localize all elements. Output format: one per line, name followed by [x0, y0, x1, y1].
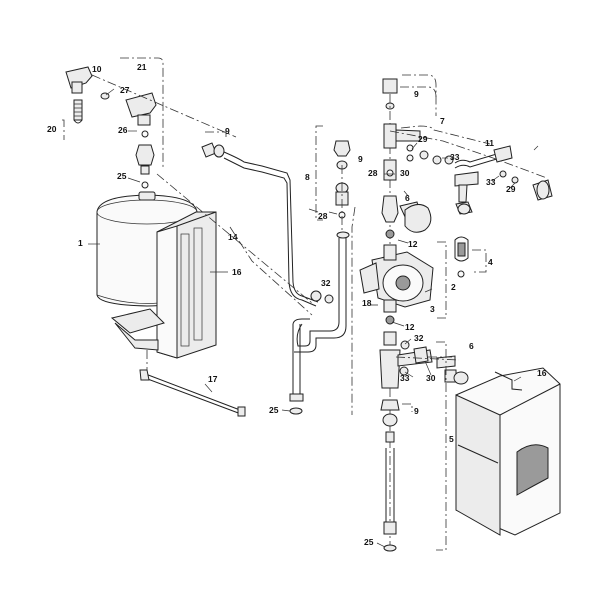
callout-32: 32 — [414, 333, 424, 343]
hose-17 — [139, 350, 246, 417]
callout-28: 28 — [318, 211, 328, 221]
pump-2 — [359, 244, 434, 313]
callout-30: 30 — [426, 373, 436, 383]
group-brackets — [62, 57, 491, 551]
callout-6: 6 — [469, 341, 474, 351]
callout-9: 9 — [414, 89, 419, 99]
callout-27: 27 — [120, 85, 130, 95]
pipe-14 — [156, 142, 322, 307]
casing-16-right — [455, 367, 561, 536]
filter-4 — [454, 236, 469, 278]
fill-hose-11 — [389, 130, 553, 215]
fittings-8-9-28 — [333, 140, 351, 232]
top-valve-assembly-7 — [381, 78, 432, 250]
callout-1: 1 — [78, 238, 83, 248]
callout-33: 33 — [486, 177, 496, 187]
callout-29: 29 — [418, 134, 428, 144]
callout-14: 14 — [228, 232, 238, 242]
callout-12: 12 — [408, 239, 418, 249]
callout-9: 9 — [414, 406, 419, 416]
bracket-16-left — [110, 211, 217, 359]
callout-3: 3 — [430, 304, 435, 314]
callout-25: 25 — [364, 537, 374, 547]
pipe-18 — [289, 231, 350, 415]
callout-33: 33 — [450, 152, 460, 162]
callout-16: 16 — [232, 267, 242, 277]
callout-8: 8 — [305, 172, 310, 182]
callout-25: 25 — [117, 171, 127, 181]
callout-17: 17 — [208, 374, 218, 384]
callout-5: 5 — [449, 434, 454, 444]
callout-29: 29 — [506, 184, 516, 194]
callout-9: 9 — [358, 154, 363, 164]
callout-28: 28 — [368, 168, 378, 178]
callout-30: 30 — [400, 168, 410, 178]
callout-7: 7 — [440, 116, 445, 126]
callout-2: 2 — [451, 282, 456, 292]
callout-32: 32 — [321, 278, 331, 288]
callout-25: 25 — [269, 405, 279, 415]
callout-26: 26 — [118, 125, 128, 135]
callout-11: 11 — [485, 138, 494, 148]
callout-4: 4 — [488, 257, 493, 267]
callout-labels: 10 21 27 20 26 25 1 16 9 14 8 9 28 32 18… — [47, 62, 547, 547]
callout-18: 18 — [362, 298, 372, 308]
callout-9: 9 — [225, 126, 230, 136]
callout-16: 16 — [537, 368, 547, 378]
callout-21: 21 — [137, 62, 147, 72]
lower-valve-assembly-5 — [379, 315, 469, 552]
callout-10: 10 — [92, 64, 102, 74]
pipe-fitting-32 — [324, 294, 334, 304]
leader-lines — [88, 88, 539, 548]
callout-12: 12 — [405, 322, 415, 332]
callout-6: 6 — [405, 193, 410, 203]
valve-group-10-20-26-27 — [65, 66, 237, 189]
callout-20: 20 — [47, 124, 57, 134]
callout-33: 33 — [400, 373, 410, 383]
